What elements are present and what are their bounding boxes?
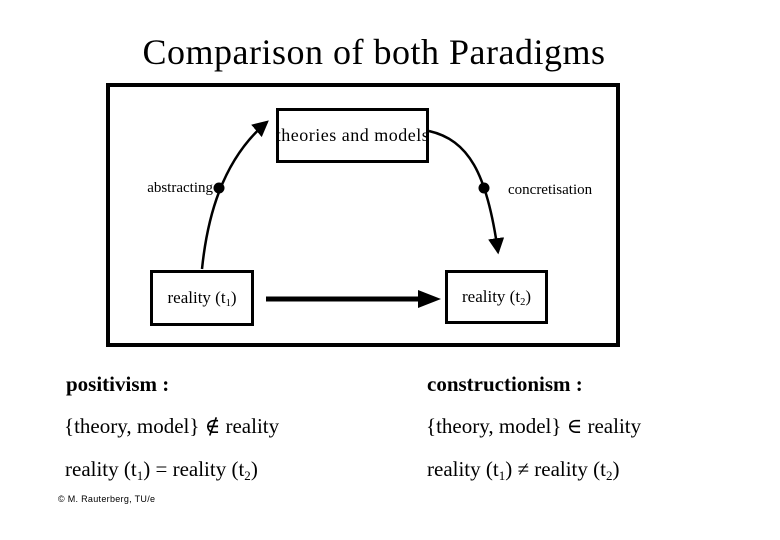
abstracting-label: abstracting: [147, 180, 213, 196]
reality-t1-label: reality (t1): [167, 288, 237, 309]
reality-t2-box: reality (t2): [445, 270, 548, 324]
diagram-frame: [106, 83, 620, 347]
positivism-membership: {theory, model} ∉ reality: [64, 414, 280, 438]
reality-t1-box: reality (t1): [150, 270, 254, 326]
copyright-footer: © M. Rauterberg, TU/e: [58, 494, 156, 504]
reality-t2-label: reality (t2): [462, 287, 531, 308]
positivism-identity: reality (t1) = reality (t2): [65, 457, 258, 483]
constructionism-heading: constructionism :: [427, 372, 583, 396]
constructionism-identity: reality (t1) ≠ reality (t2): [427, 457, 620, 483]
slide-title: Comparison of both Paradigms: [142, 32, 606, 72]
concretisation-label: concretisation: [508, 182, 593, 198]
theories-and-models-box: theories and models: [276, 108, 429, 163]
constructionism-membership: {theory, model} ∈ reality: [426, 414, 642, 438]
theories-and-models-label: theories and models: [275, 125, 430, 145]
positivism-heading: positivism :: [66, 372, 170, 396]
